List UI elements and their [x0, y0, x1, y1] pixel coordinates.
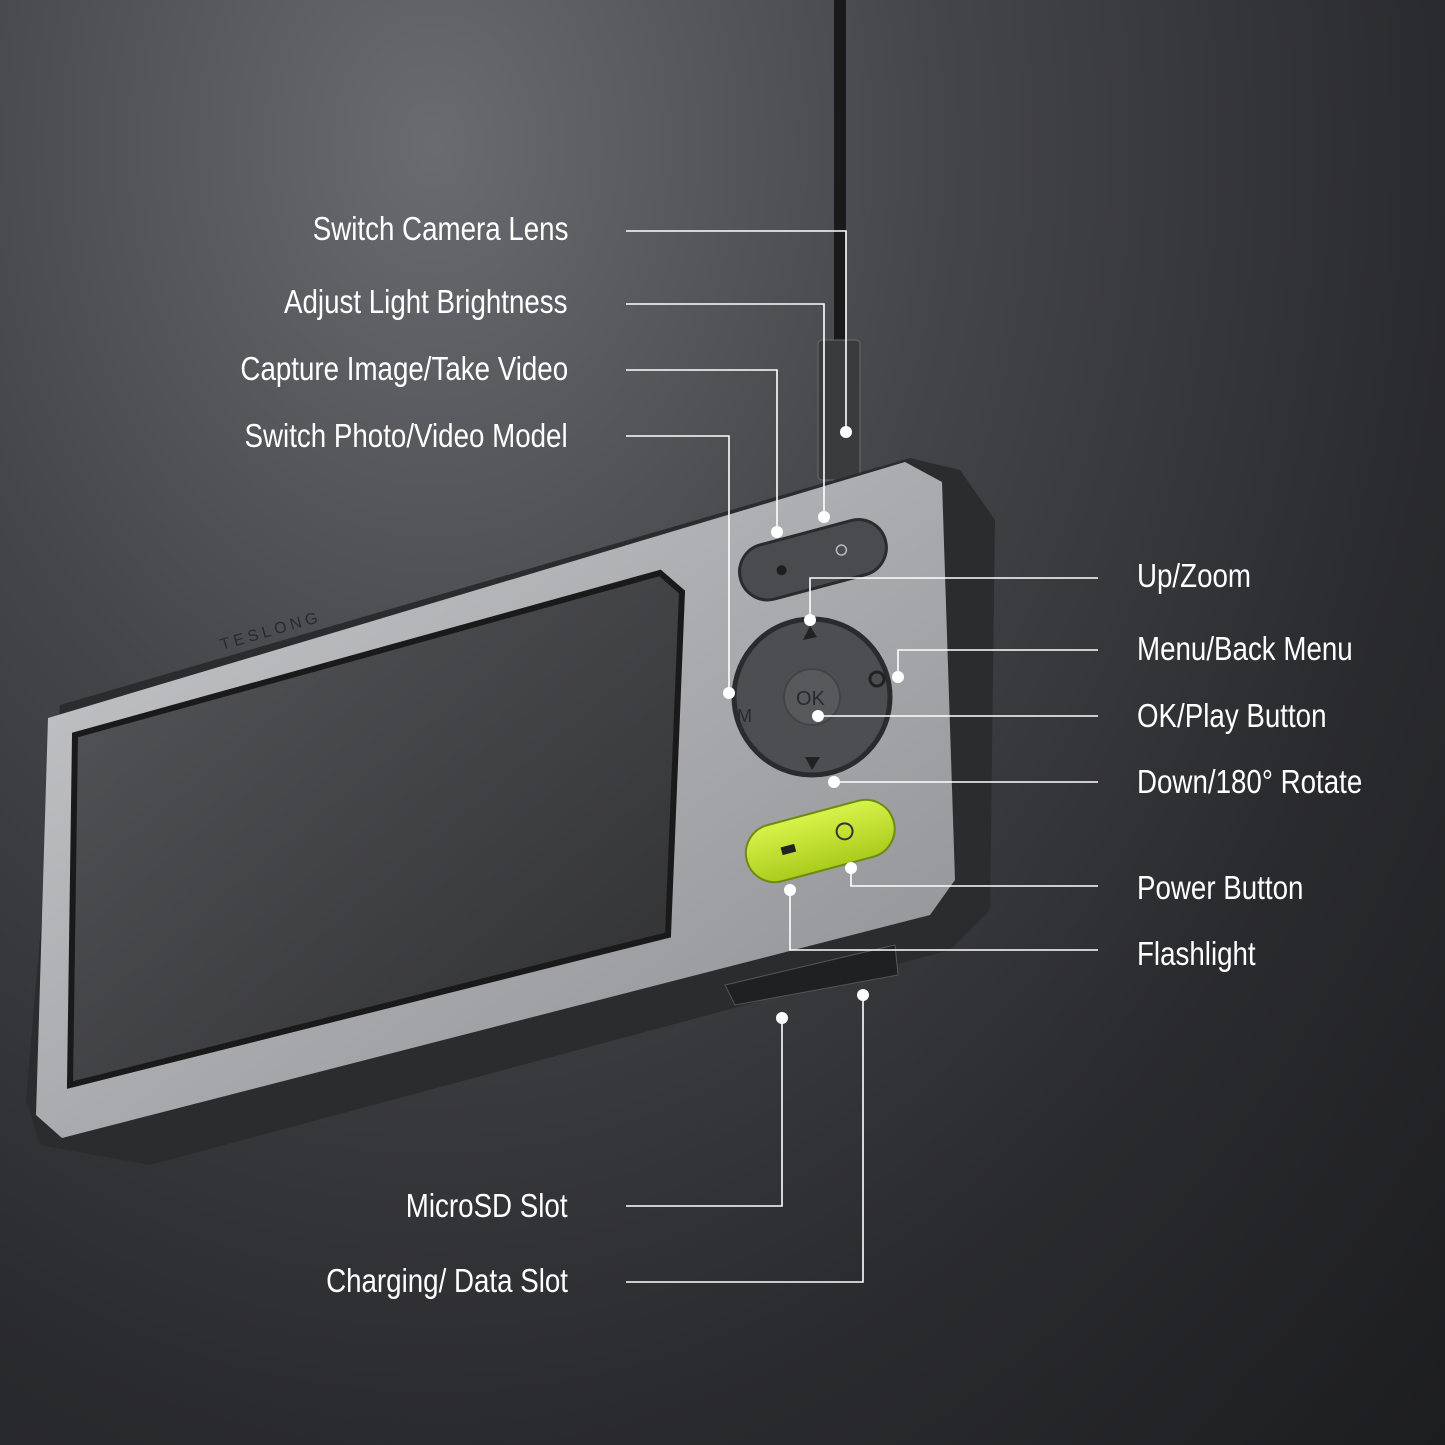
label-switch-camera-lens: Switch Camera Lens	[264, 211, 568, 247]
cable	[834, 0, 846, 345]
label-switch-photo-video: Switch Photo/Video Model	[183, 418, 568, 454]
gear-icon	[868, 670, 886, 688]
label-text: Power Button	[1137, 869, 1304, 906]
ok-label: OK	[796, 688, 826, 710]
label-text: Charging/ Data Slot	[326, 1262, 568, 1299]
ok-button[interactable]	[783, 668, 841, 726]
label-ok-play: OK/Play Button	[1137, 698, 1363, 734]
label-text: Flashlight	[1137, 935, 1256, 972]
label-charging-data-slot: Charging/ Data Slot	[280, 1263, 568, 1299]
label-text: Adjust Light Brightness	[284, 283, 568, 320]
power-icon	[835, 822, 854, 841]
label-up-zoom: Up/Zoom	[1137, 558, 1273, 594]
label-down-rotate: Down/180° Rotate	[1137, 764, 1405, 800]
label-text: MicroSD Slot	[406, 1187, 568, 1224]
brightness-icon	[835, 544, 848, 556]
mode-label: M	[737, 706, 752, 726]
up-arrow-icon	[803, 626, 817, 640]
capture-brightness-button[interactable]	[733, 513, 892, 606]
flashlight-icon	[780, 843, 797, 856]
down-arrow-icon	[805, 757, 820, 770]
power-flashlight-button[interactable]	[739, 793, 901, 888]
label-text: Switch Camera Lens	[312, 210, 568, 247]
label-flashlight: Flashlight	[1137, 936, 1278, 972]
record-icon	[776, 565, 787, 576]
label-text: Switch Photo/Video Model	[244, 417, 568, 454]
label-text: Down/180° Rotate	[1137, 763, 1363, 800]
screen	[66, 569, 686, 1089]
label-capture-image: Capture Image/Take Video	[178, 351, 568, 387]
label-text: OK/Play Button	[1137, 697, 1327, 734]
label-menu: Menu/Back Menu	[1137, 631, 1394, 667]
label-text: Menu/Back Menu	[1137, 630, 1353, 667]
microsd-slot	[724, 944, 899, 1006]
callout-dots	[723, 426, 904, 1024]
label-adjust-light-brightness: Adjust Light Brightness	[230, 284, 568, 320]
label-power-button: Power Button	[1137, 870, 1335, 906]
label-microsd-slot: MicroSD Slot	[375, 1188, 568, 1224]
label-text: Up/Zoom	[1137, 557, 1252, 594]
label-text: Capture Image/Take Video	[240, 350, 568, 387]
